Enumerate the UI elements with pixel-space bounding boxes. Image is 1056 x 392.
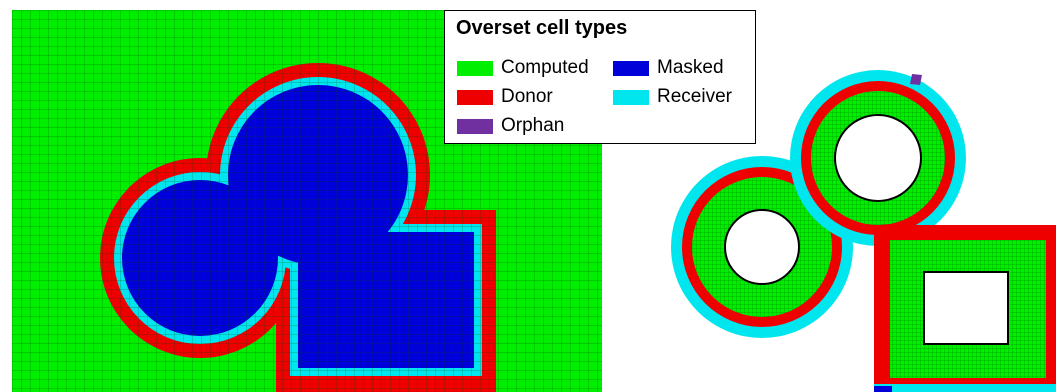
computed-swatch: [457, 60, 493, 76]
component-meshes: [671, 70, 1056, 392]
legend-title: Overset cell types: [456, 17, 628, 39]
legend-label-donor: Donor: [501, 86, 553, 107]
donor-swatch: [457, 89, 493, 105]
legend-label-receiver: Receiver: [657, 86, 732, 107]
legend-item-receiver: Receiver: [613, 84, 732, 110]
masked-swatch: [613, 60, 649, 76]
legend: Overset cell types Computed Masked Donor…: [444, 10, 756, 144]
left-ring-mesh: [671, 156, 853, 338]
legend-label-orphan: Orphan: [501, 115, 565, 136]
legend-item-masked: Masked: [613, 55, 724, 81]
legend-item-computed: Computed: [457, 55, 589, 81]
receiver-swatch: [613, 89, 649, 105]
square-block-mesh: [874, 225, 1056, 392]
orphan-swatch: [457, 118, 493, 134]
legend-item-orphan: Orphan: [457, 113, 564, 139]
legend-item-donor: Donor: [457, 84, 553, 110]
legend-label-computed: Computed: [501, 57, 589, 78]
top-ring-mesh: [790, 70, 966, 246]
legend-label-masked: Masked: [657, 57, 724, 78]
orphan-cells: [910, 74, 922, 85]
